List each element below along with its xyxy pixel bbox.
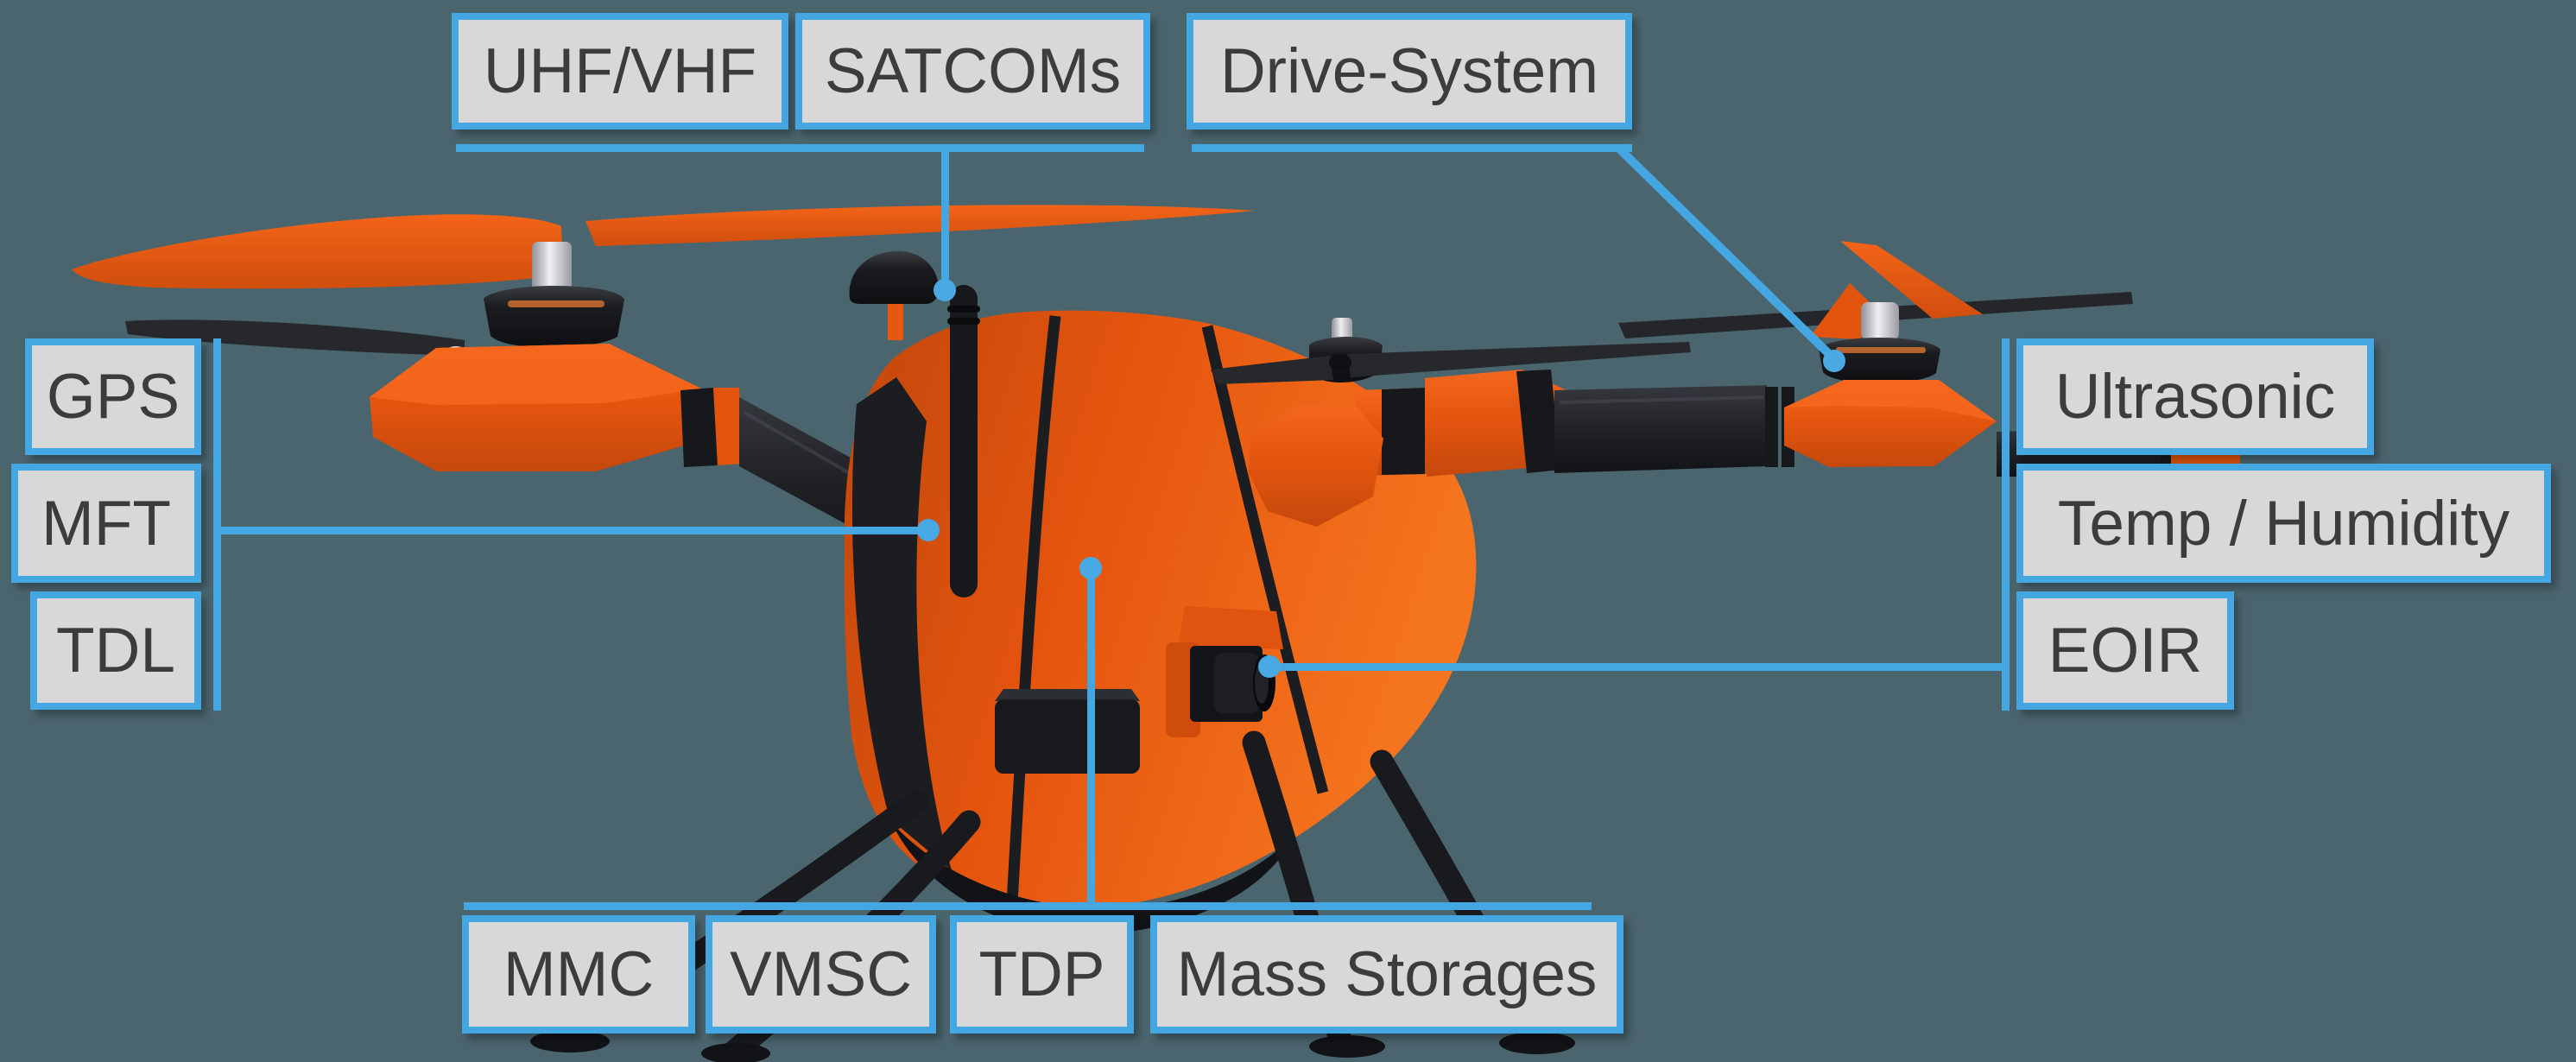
- callout-mmc: MMC: [462, 915, 695, 1034]
- callout-label: Ultrasonic: [2054, 362, 2336, 432]
- camera-barrel: [1214, 653, 1259, 713]
- callout-label: Mass Storages: [1176, 939, 1598, 1009]
- prop-screw: [1861, 302, 1899, 340]
- front-right-shaft: [1332, 318, 1352, 342]
- callout-tdl: TDL: [30, 591, 201, 710]
- connector-satcom-vertical: [941, 150, 949, 287]
- callout-ultrasonic: Ultrasonic: [2016, 338, 2374, 455]
- gps-antenna: [849, 250, 939, 340]
- callout-vmsc: VMSC: [706, 915, 936, 1034]
- arm-tube: [1554, 385, 1767, 473]
- arm-collar-band: [1382, 388, 1425, 475]
- connector-mass-vertical: [1087, 568, 1095, 906]
- overline-bottom-row: [464, 902, 1592, 910]
- dot-center-fuselage: [1079, 557, 1102, 579]
- rear-left-motor-pod: [370, 344, 744, 471]
- callout-tdp: TDP: [950, 915, 1134, 1034]
- rotor-shaft: [532, 242, 572, 295]
- rear-left-rotor: [72, 205, 1254, 348]
- dark-blade-left: [1211, 356, 1333, 384]
- folded-prop-fin: [1840, 241, 1983, 319]
- battery-pack: [995, 689, 1140, 774]
- gimbal-mount: [1178, 606, 1283, 649]
- propeller-blade-left: [72, 214, 563, 289]
- callout-gps: GPS: [25, 338, 201, 455]
- callout-mft: MFT: [11, 464, 201, 583]
- front-right-pod: [1249, 406, 1383, 527]
- connector-mft-horizontal: [213, 527, 928, 534]
- antenna-mushroom-cap: [849, 250, 939, 304]
- dot-rear-motor: [1823, 350, 1845, 372]
- connector-drive-diagonal: [1617, 146, 1836, 361]
- body-seam-center: [1006, 315, 1061, 904]
- callout-label: UHF/VHF: [483, 36, 757, 106]
- rear-pod-top-face: [1784, 380, 1997, 421]
- dot-antenna-mast: [934, 279, 956, 301]
- connector-lines: [213, 144, 2010, 910]
- underline-uhf-satcoms: [456, 144, 1144, 152]
- landing-feet: [530, 1030, 1575, 1062]
- arm-elbow-band: [1516, 370, 1561, 473]
- callout-temp-humidity: Temp / Humidity: [2016, 464, 2551, 583]
- callout-label: TDP: [978, 939, 1105, 1009]
- pod-top-face: [370, 344, 701, 405]
- callout-uhf-vhf: UHF/VHF: [452, 13, 788, 130]
- callout-eoir: EOIR: [2016, 591, 2234, 710]
- callout-label: GPS: [46, 362, 180, 432]
- callout-label: TDL: [56, 616, 175, 686]
- camera-gimbal: [1166, 606, 1283, 737]
- antenna-stem: [888, 294, 903, 340]
- callout-satcoms: SATCOMs: [795, 13, 1150, 130]
- body-stripe-left: [851, 377, 952, 870]
- callout-label: MFT: [41, 488, 171, 559]
- callout-label: SATCOMs: [824, 36, 1122, 106]
- callout-label: EOIR: [2048, 616, 2203, 686]
- rear-motor-windings: [1836, 347, 1926, 353]
- callout-drive-system: Drive-System: [1187, 13, 1632, 130]
- dot-camera-gimbal: [1258, 655, 1281, 678]
- body-seam-right: [1201, 325, 1329, 794]
- motor-windings: [508, 300, 604, 307]
- callout-label: MMC: [503, 939, 655, 1009]
- pod-clamp-band: [680, 388, 718, 467]
- propeller-blade-right: [585, 205, 1254, 246]
- dark-blade-right: [1347, 342, 1691, 377]
- callout-label: VMSC: [730, 939, 912, 1009]
- callout-label: Temp / Humidity: [2057, 488, 2510, 559]
- connector-eoir-horizontal: [1269, 663, 2010, 671]
- motor-bell: [484, 286, 624, 348]
- rear-right-motor: [1784, 241, 1997, 467]
- front-right-rotor: [1211, 318, 1691, 527]
- pod-clamp-ring: [713, 388, 744, 465]
- bracket-right: [2002, 338, 2010, 711]
- dot-left-fuselage: [917, 519, 940, 541]
- arm-ring-1: [1765, 387, 1778, 467]
- bracket-left: [213, 338, 221, 711]
- callout-label: Drive-System: [1219, 36, 1599, 106]
- antenna-mast: [947, 285, 980, 597]
- underline-drive-system: [1192, 144, 1632, 152]
- connector-dots: [917, 279, 1845, 678]
- callout-mass-storages: Mass Storages: [1150, 915, 1623, 1034]
- right-arm: [1356, 370, 1794, 477]
